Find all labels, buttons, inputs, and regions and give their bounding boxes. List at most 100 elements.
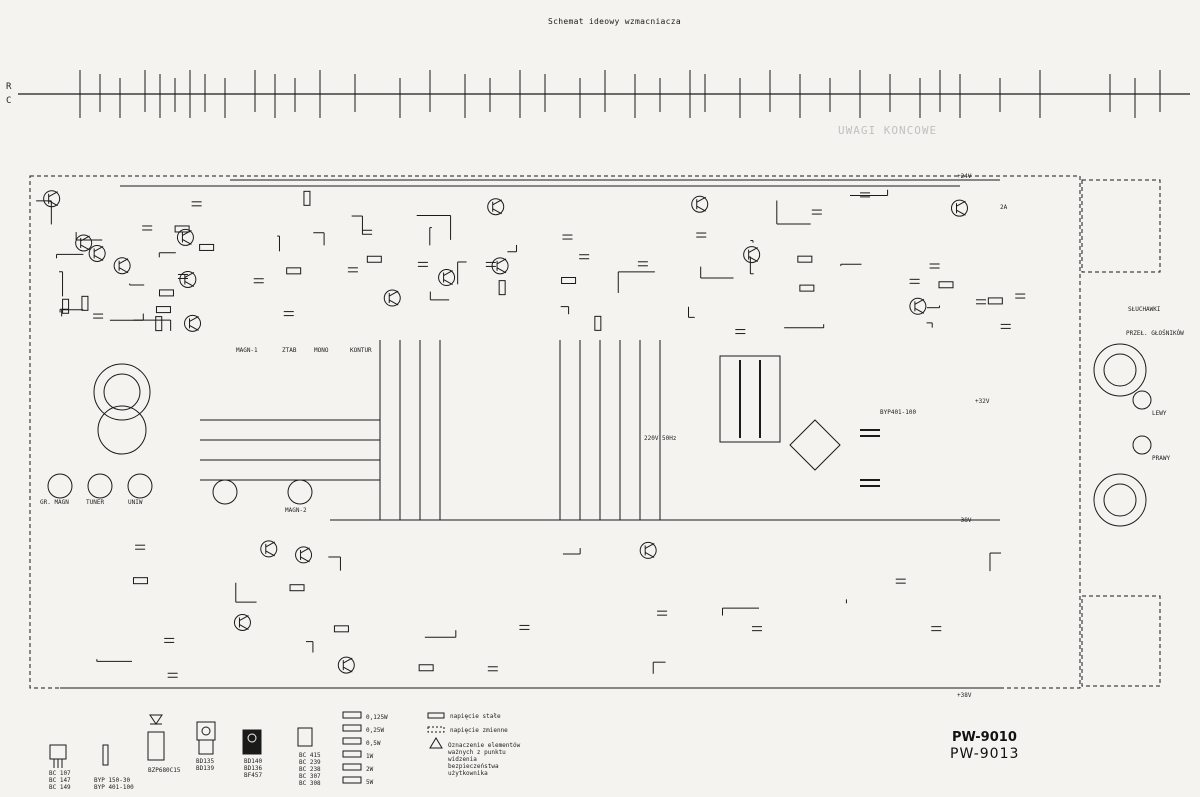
speaker-switch-bottom (1093, 473, 1147, 527)
right-channel-label: PRAWY (1152, 455, 1171, 462)
legend-to126-label-2: BD136 (244, 765, 263, 772)
legend-power-label-2: BD139 (196, 765, 215, 772)
transistor (337, 656, 355, 674)
chassis-outline (29, 175, 1081, 689)
left-speaker-socket (1132, 390, 1152, 410)
resistor (333, 625, 349, 633)
legend-warning: Oznaczenie elementów ważnych z punktu wi… (448, 742, 521, 777)
transistor (179, 270, 197, 288)
transistor (260, 540, 278, 558)
magn2-socket (212, 479, 238, 505)
headphone-board-outline (1081, 179, 1161, 273)
model-label-primary: PW-9010 (952, 730, 1017, 745)
legend-to126-label-3: BF457 (244, 772, 263, 779)
speaker-switch-top (1093, 343, 1147, 397)
resistor (938, 281, 954, 289)
ruler-row-r-label: R (6, 82, 12, 92)
magn-label: MAGN-1 (236, 347, 258, 354)
legend-to92b-label-2: BC 239 (299, 759, 321, 766)
gr-magn-socket (47, 473, 73, 499)
left-channel-label: LEWY (1152, 410, 1167, 417)
transistor (88, 244, 106, 262)
tuner-label: TUNER (86, 499, 105, 506)
preamp-upper (36, 190, 215, 332)
tone-upper (253, 190, 655, 331)
voltage-tag-3: +38V (957, 692, 972, 699)
legend-bridge-label: BZP680C15 (148, 767, 181, 774)
fuse-label: 2A (1000, 204, 1008, 211)
input-switch-wafer (93, 363, 151, 421)
power-upper (637, 189, 1026, 335)
schematic-title: Schemat ideowy wzmacniacza (548, 17, 682, 26)
transistor (438, 269, 456, 287)
mono-label: MONO (314, 347, 329, 354)
resistor (799, 284, 815, 292)
voltage-tag-4: +32V (975, 398, 990, 405)
resistor (797, 255, 813, 263)
resistor (561, 276, 577, 284)
resistor (303, 190, 311, 206)
resistor (81, 295, 89, 311)
legend-line-dashed: napięcie zmienne (450, 727, 508, 734)
transistor (184, 314, 202, 332)
model-label-secondary: PW-9013 (950, 746, 1020, 762)
resistor (286, 267, 302, 275)
transistor (743, 246, 761, 264)
transistor (295, 546, 313, 564)
legend-res-0125: 0,125W (366, 714, 388, 721)
legend-to92-label: BC 107 (49, 770, 71, 777)
legend-res-5: 5W (366, 779, 374, 786)
notes-heading: UWAGI KONCOWE (838, 124, 938, 137)
resistor (158, 289, 174, 297)
bridge-rectifier (789, 419, 841, 471)
univ-socket (127, 473, 153, 499)
headphones-label: SŁUCHAWKI (1128, 306, 1161, 313)
bridge-label: BYP401-100 (880, 409, 917, 416)
legend-shapes (49, 711, 445, 784)
right-speaker-socket (1132, 435, 1152, 455)
legend-to92b-label-4: BC 307 (299, 773, 321, 780)
transistor (950, 199, 968, 217)
resistor (498, 280, 506, 296)
resistor (987, 297, 1003, 305)
legend-res-1: 1W (366, 753, 374, 760)
legend-res-2: 2W (366, 766, 374, 773)
transistor (691, 195, 709, 213)
input-switch-wafer-2 (97, 405, 147, 455)
legend-diode-label: BYP 150-30 (94, 777, 131, 784)
transistor (383, 289, 401, 307)
resistor (199, 243, 215, 251)
resistor (155, 316, 163, 332)
ruler-row-c-label: C (6, 96, 12, 106)
transistor (487, 198, 505, 216)
legend-diode-label-2: BYP 401-100 (94, 784, 134, 791)
ruler-ticks (79, 70, 1161, 118)
legend-to92b-label-5: BC 308 (299, 780, 321, 787)
transistor (75, 234, 93, 252)
speaker-board-outline (1081, 595, 1161, 687)
transistor (491, 257, 509, 275)
resistor (155, 306, 171, 314)
legend-to92b-label-3: BC 238 (299, 766, 321, 773)
legend-res-05: 0,5W (366, 740, 381, 747)
resistor (594, 315, 602, 331)
legend-to92-label-2: BC 147 (49, 777, 71, 784)
legend-to126-label: BD140 (244, 758, 263, 765)
tuner-socket (87, 473, 113, 499)
legend-power-label: BD135 (196, 758, 215, 765)
univ-label: UNIW (128, 499, 143, 506)
resistor (366, 255, 382, 263)
resistor (174, 225, 190, 233)
resistor (132, 577, 148, 585)
lower-channel (96, 540, 1002, 678)
speaker-switch-label: PRZEŁ. GŁOŚNIKÓW (1126, 330, 1184, 337)
ztab-label: ZTAB (282, 347, 297, 354)
transistor (639, 541, 657, 559)
magn1-socket (287, 479, 313, 505)
resistor (62, 298, 70, 314)
legend-to92b-label: BC 415 (299, 752, 321, 759)
transistor (909, 297, 927, 315)
power-transformer (719, 355, 781, 443)
